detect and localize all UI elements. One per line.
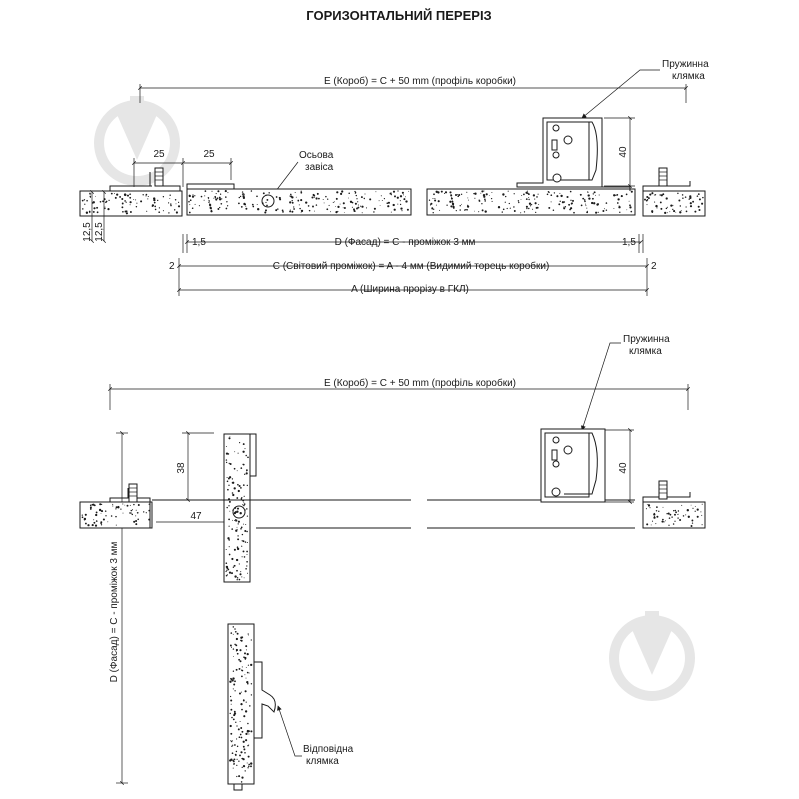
clear-opening-dimension-label: C (Світовий проміжок) = A - 4 мм (Видими… [273, 260, 550, 272]
drawing-title: ГОРИЗОНТАЛЬНИЙ ПЕРЕРІЗ [306, 8, 491, 23]
spring-latch-label-bottom-1: Пружинна [623, 334, 670, 345]
facade-dimension-label: D (Фасад) = C - проміжок 3 мм [335, 237, 476, 248]
dimension-40-bottom: 40 [618, 462, 629, 474]
strike-latch-label-1: Відповідна [303, 744, 354, 755]
axial-hinge-label-1: Осьова [299, 150, 334, 161]
axial-hinge-label-2: завіса [305, 162, 334, 173]
dimension-1-5-left: 1,5 [192, 237, 206, 248]
strike-latch-label-2: клямка [306, 756, 339, 767]
strike-latch-leader [277, 705, 302, 757]
dimension-40-top: 40 [618, 146, 629, 158]
dimension-1-5-right: 1,5 [622, 237, 636, 248]
dimension-38: 38 [176, 462, 187, 474]
watermark-triangle-icon [94, 96, 180, 186]
spring-latch-top [516, 117, 631, 191]
board-texture [81, 190, 704, 783]
opening-width-dimension-label: A (Ширина прорізу в ГКЛ) [351, 284, 469, 295]
dimension-25-right: 25 [203, 149, 215, 160]
spring-latch-label-bottom-2: клямка [629, 346, 662, 357]
dimension-2-right: 2 [651, 261, 657, 272]
dimension-47: 47 [190, 511, 202, 522]
left-wall-board-bottom [79, 501, 153, 529]
spring-latch-bottom [540, 428, 606, 503]
box-dimension-label-bottom: E (Короб) = C + 50 mm (профіль коробки) [324, 377, 516, 389]
dimension-12-5-b: 12,5 [94, 222, 105, 242]
box-dimension-label: E (Короб) = C + 50 mm (профіль коробки) [324, 75, 516, 87]
door-leaf-right [426, 188, 636, 216]
watermark-triangle-icon [609, 611, 695, 701]
dimension-2-left: 2 [169, 261, 175, 272]
bottom-section: Пружинна клямка E (Короб) = C + 50 mm (п… [79, 334, 706, 791]
dimension-25-left: 25 [153, 149, 165, 160]
spring-latch-leader [581, 69, 660, 119]
axial-hinge-pin-bottom [232, 505, 246, 519]
spring-latch-label-1: Пружинна [662, 59, 709, 70]
dimension-12-5-a: 12,5 [82, 222, 93, 242]
spring-latch-label-2: клямка [672, 71, 705, 82]
door-leaf-left [186, 188, 412, 216]
axial-hinge-pin [261, 194, 275, 208]
strike-latch [253, 661, 276, 739]
facade-vertical-dimension-label: D (Фасад) = C - проміжок 3 мм [109, 541, 120, 682]
top-section: E (Короб) = C + 50 mm (профіль коробки) … [79, 59, 709, 296]
spring-latch-leader-bottom [580, 342, 621, 431]
